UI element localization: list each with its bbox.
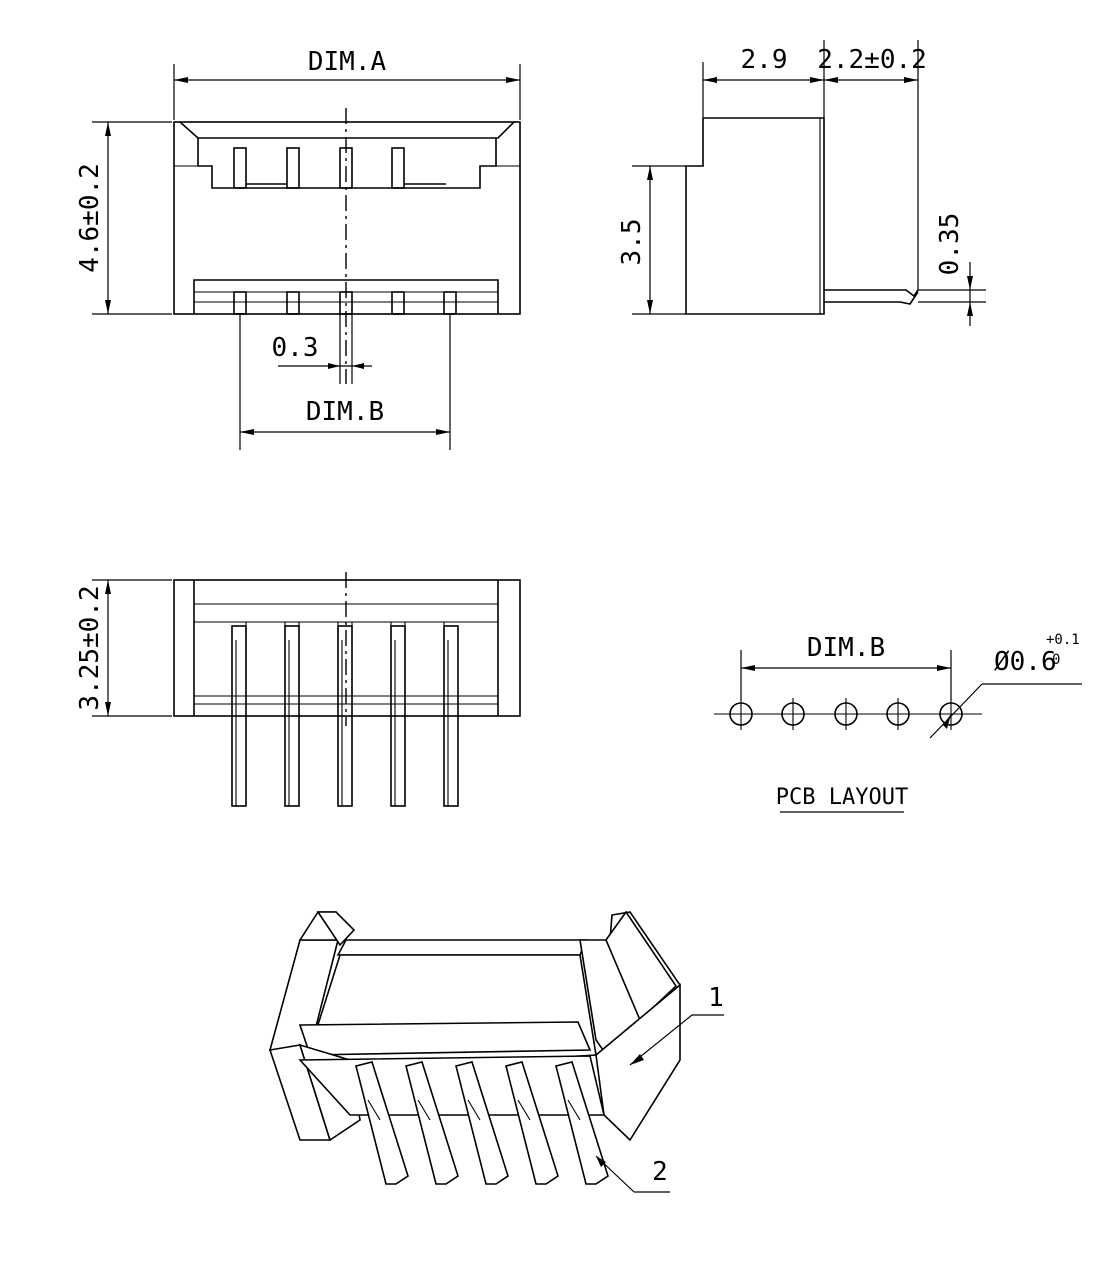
pcb-layout: DIM.B Ø0.6 +0.1 0 PCB LAYOUT xyxy=(714,632,1082,813)
iso-pins xyxy=(355,1061,609,1185)
pcb-holes xyxy=(729,698,963,730)
side-depth-label: 2.9 xyxy=(741,45,788,75)
front-view: DIM.A 4.6±0.2 xyxy=(75,47,521,450)
hole-diameter-label: Ø0.6 xyxy=(994,647,1057,677)
dim-a-label: DIM.A xyxy=(308,47,387,77)
callout-1-label: 1 xyxy=(708,983,724,1013)
pin-width-label: 0.3 xyxy=(272,333,319,363)
side-view: 2.9 2.2±0.2 3.5 0.35 xyxy=(617,40,986,326)
hole-tol-minus: 0 xyxy=(1052,652,1060,668)
pin-thickness-label: 0.35 xyxy=(935,213,965,276)
pcb-dim-b-label: DIM.B xyxy=(807,633,885,663)
isometric-view: 1 2 xyxy=(268,910,724,1193)
pcb-layout-title: PCB LAYOUT xyxy=(776,785,908,810)
side-height-label: 3.5 xyxy=(617,219,647,266)
bottom-view: 3.25±0.2 xyxy=(75,572,521,807)
hole-tol-plus: +0.1 xyxy=(1046,632,1080,648)
bottom-height-label: 3.25±0.2 xyxy=(75,585,105,710)
front-height-label: 4.6±0.2 xyxy=(75,163,105,273)
callout-2-label: 2 xyxy=(652,1157,668,1187)
bottom-pins xyxy=(231,625,459,807)
front-dim-b-label: DIM.B xyxy=(306,397,384,427)
side-offset-label: 2.2±0.2 xyxy=(817,45,927,75)
